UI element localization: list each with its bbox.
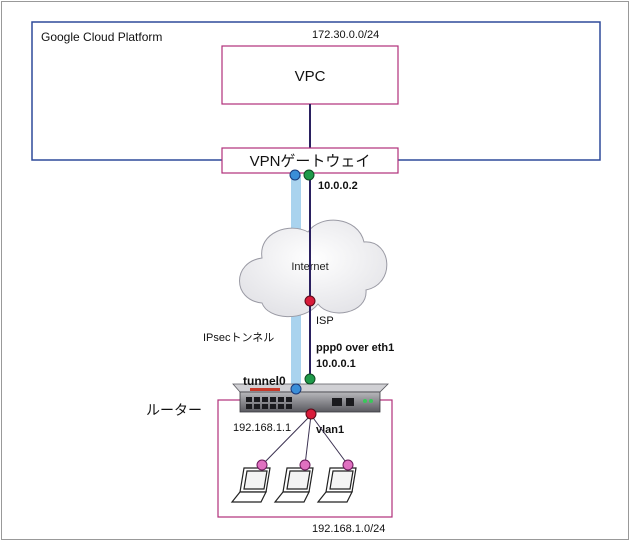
router-lan-port-icon (305, 408, 317, 420)
gcp-subnet-label: 172.30.0.0/24 (312, 29, 379, 41)
pc-port-icon (299, 459, 311, 471)
internet-cloud (239, 219, 388, 318)
router-device-icon (232, 383, 389, 413)
vpc-label: VPC (295, 68, 326, 85)
gcp-frame (31, 21, 601, 161)
router-wan-port-icon (304, 373, 316, 385)
isp-port-icon (304, 295, 316, 307)
router-wan-if-label: ppp0 over eth1 (316, 342, 394, 354)
router-tunnel-if-label: tunnel0 (243, 374, 286, 388)
router-lan-if-label: vlan1 (316, 424, 344, 436)
vpn-gateway-label: VPNゲートウェイ (250, 153, 371, 170)
lan-subnet-label: 192.168.1.0/24 (312, 523, 385, 535)
isp-label: ISP (316, 315, 334, 327)
laptop-icon (273, 467, 314, 503)
laptop-icon (230, 467, 271, 503)
pc-port-icon (256, 459, 268, 471)
vpc-box (221, 45, 399, 105)
ipsec-tunnel-label: IPsecトンネル (203, 331, 274, 344)
gateway-wan-port-icon (303, 169, 315, 181)
laptop-icon (316, 467, 357, 503)
vpn-gateway-box (221, 147, 399, 174)
pc-port-icon (342, 459, 354, 471)
router-tunnel-port-icon (290, 383, 302, 395)
gateway-tunnel-port-icon (289, 169, 301, 181)
lan-links (261, 414, 349, 466)
router-label: ルーター (146, 402, 202, 418)
vpn-gateway-ip-label: 10.0.0.2 (318, 180, 358, 192)
router-wan-ip-label: 10.0.0.1 (316, 358, 356, 370)
router-lan-ip-label: 192.168.1.1 (233, 422, 291, 434)
gcp-label: Google Cloud Platform (41, 30, 162, 44)
